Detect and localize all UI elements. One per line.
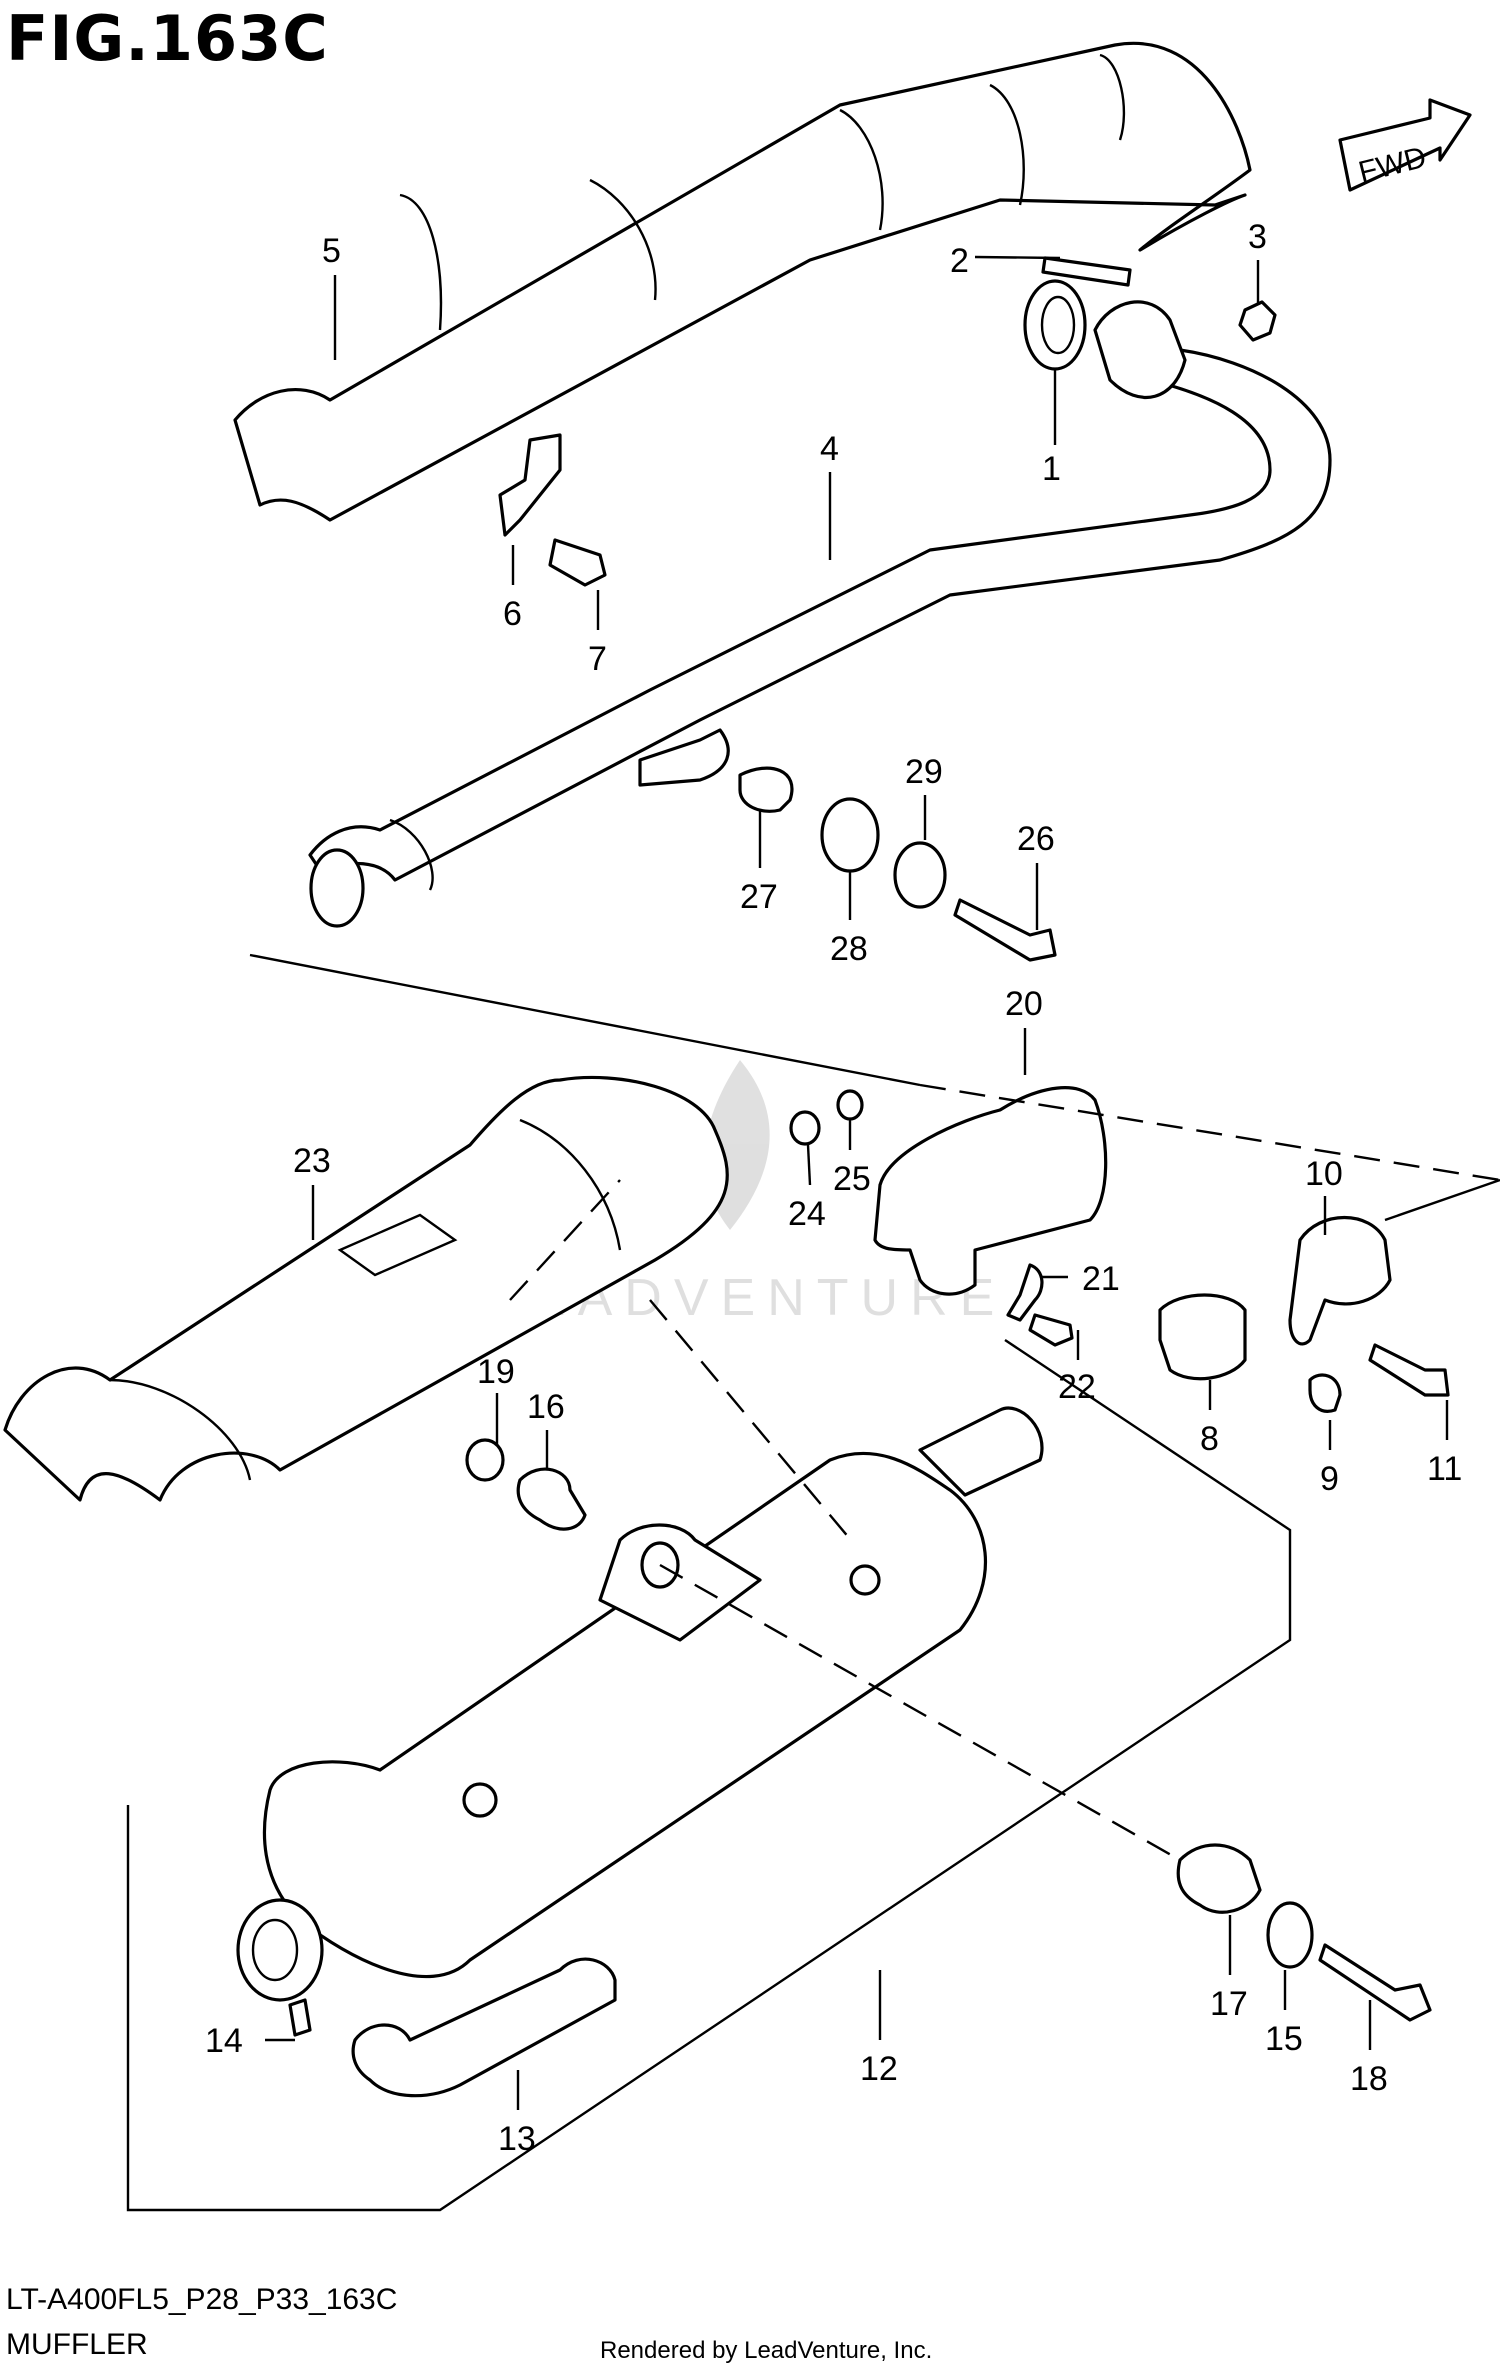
render-credit: Rendered by LeadVenture, Inc. bbox=[600, 2337, 933, 2364]
part-27-collar bbox=[738, 766, 794, 813]
model-code-label: LT-A400FL5_P28_P33_163C bbox=[6, 2283, 398, 2316]
part-4-exhaust-pipe bbox=[308, 348, 1332, 928]
callout-4: 4 bbox=[820, 430, 839, 468]
part-15-washer bbox=[1266, 1901, 1314, 1969]
callout-24: 24 bbox=[788, 1195, 826, 1233]
part-22-screw bbox=[1028, 1313, 1074, 1347]
callout-27: 27 bbox=[740, 878, 778, 916]
callout-7: 7 bbox=[588, 640, 607, 678]
callout-25: 25 bbox=[833, 1160, 871, 1198]
part-18-bolt bbox=[1318, 1943, 1432, 2022]
part-28-grommet bbox=[820, 797, 880, 873]
part-21-clip bbox=[1006, 1263, 1044, 1322]
part-14-screw bbox=[288, 1998, 312, 2037]
callout-20: 20 bbox=[1005, 985, 1043, 1023]
part-10-clamp bbox=[1288, 1216, 1392, 1346]
callout-23: 23 bbox=[293, 1142, 331, 1180]
exhaust-flange bbox=[1093, 300, 1187, 399]
callout-9: 9 bbox=[1320, 1460, 1339, 1498]
part-12-boundary bbox=[126, 1339, 1292, 2212]
callout-8: 8 bbox=[1200, 1420, 1219, 1458]
part-23-heat-shield bbox=[3, 1075, 729, 1502]
callout-5: 5 bbox=[322, 232, 341, 270]
callout-14: 14 bbox=[205, 2022, 243, 2060]
callout-28: 28 bbox=[830, 930, 868, 968]
part-12-muffler bbox=[236, 1406, 1044, 2002]
part-29-washer bbox=[893, 841, 947, 909]
callout-17: 17 bbox=[1210, 1985, 1248, 2023]
part-17-grommet bbox=[1176, 1843, 1262, 1914]
part-16-collar bbox=[516, 1467, 587, 1531]
figure-title: FIG.163C bbox=[6, 2, 329, 75]
part-9-collar bbox=[1308, 1373, 1342, 1413]
callout-6: 6 bbox=[503, 595, 522, 633]
callout-18: 18 bbox=[1350, 2060, 1388, 2098]
callout-10: 10 bbox=[1305, 1155, 1343, 1193]
callout-13: 13 bbox=[498, 2120, 536, 2158]
part-13-spark-arrestor bbox=[351, 1957, 617, 2098]
part-8-sleeve bbox=[1158, 1293, 1247, 1381]
part-2-stud bbox=[1041, 256, 1132, 287]
part-24-nut bbox=[789, 1110, 821, 1146]
part-19-nut bbox=[465, 1438, 505, 1482]
callout-2: 2 bbox=[950, 242, 969, 280]
part-7-bolt bbox=[548, 538, 607, 587]
callout-22: 22 bbox=[1058, 1368, 1096, 1406]
callout-29: 29 bbox=[905, 753, 943, 791]
part-5-heat-shield bbox=[233, 41, 1252, 522]
callout-16: 16 bbox=[527, 1388, 565, 1426]
section-name-label: MUFFLER bbox=[6, 2328, 148, 2361]
part-11-bolt bbox=[1368, 1343, 1450, 1397]
callout-3: 3 bbox=[1248, 218, 1267, 256]
part-6-bracket bbox=[498, 433, 562, 537]
callout-26: 26 bbox=[1017, 820, 1055, 858]
callout-21: 21 bbox=[1082, 1260, 1120, 1298]
callout-1: 1 bbox=[1042, 450, 1061, 488]
part-3-nut bbox=[1238, 300, 1277, 342]
fwd-arrow-icon: FWD bbox=[1338, 98, 1472, 192]
callout-19: 19 bbox=[477, 1353, 515, 1391]
part-20-bracket bbox=[873, 1086, 1108, 1296]
part-25-washer bbox=[836, 1089, 864, 1121]
part-1-gasket bbox=[1023, 279, 1087, 371]
callout-15: 15 bbox=[1265, 2020, 1303, 2058]
part-26-bolt bbox=[953, 898, 1057, 962]
callout-11: 11 bbox=[1427, 1450, 1462, 1488]
callout-12: 12 bbox=[860, 2050, 898, 2088]
